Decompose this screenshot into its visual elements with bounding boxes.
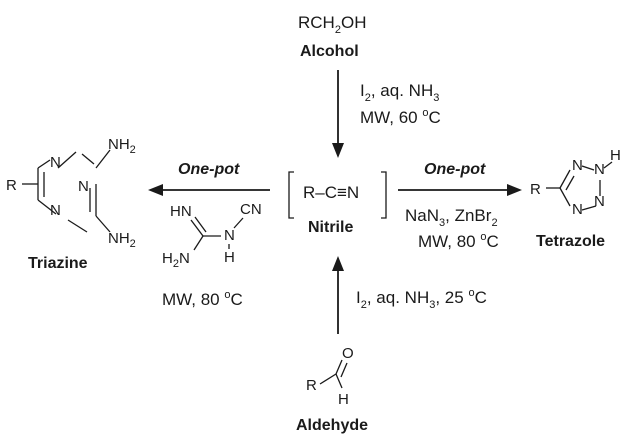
alcohol-formula: RCH2OH [298, 13, 366, 36]
conditions-top-line2: MW, 60 oC [360, 107, 441, 127]
conditions-right: NaN3, ZnBr2 MW, 80 oC [405, 206, 499, 251]
triazine-n3: N [50, 202, 61, 219]
aldehyde-compound: R O H Aldehyde [296, 345, 368, 434]
nitrile-formula: R–C≡N [303, 183, 359, 202]
conditions-top: I2, aq. NH3 MW, 60 oC [360, 81, 441, 127]
alcohol-compound: RCH2OH Alcohol [298, 13, 366, 60]
conditions-top-line1: I2, aq. NH3 [360, 81, 439, 104]
dicyandiamide-hn: HN [170, 203, 192, 220]
tetrazole-name: Tetrazole [536, 233, 605, 250]
conditions-right-label: One-pot [424, 161, 486, 178]
alcohol-name: Alcohol [300, 43, 359, 60]
aldehyde-name: Aldehyde [296, 417, 368, 434]
nitrile-bracket-left [288, 171, 294, 219]
tetrazole-r: R [530, 181, 541, 198]
arrow-aldehyde-to-nitrile [332, 256, 344, 334]
arrow-alcohol-to-nitrile [332, 70, 344, 158]
nitrile-compound: R–C≡N Nitrile [288, 171, 387, 236]
dicyandiamide-cn: CN [240, 201, 262, 218]
arrow-nitrile-to-triazine [148, 184, 270, 196]
conditions-left-label: One-pot [178, 161, 240, 178]
dicyandiamide-h2n: H2N [162, 250, 190, 270]
tetrazole-n1: N [572, 157, 583, 174]
conditions-bottom-line1: I2, aq. NH3, 25 oC [356, 287, 487, 311]
tetrazole-n2: N [594, 161, 605, 178]
triazine-nh2-bottom: NH2 [108, 230, 136, 250]
conditions-right-line1: NaN3, ZnBr2 [405, 206, 498, 229]
dicyandiamide-h: H [224, 249, 235, 266]
triazine-name: Triazine [28, 255, 88, 272]
triazine-n2: N [78, 178, 89, 195]
aldehyde-r: R [306, 377, 317, 394]
triazine-compound: R N N N NH2 NH2 Triazine [6, 136, 136, 272]
triazine-nh2-top: NH2 [108, 136, 136, 156]
dicyandiamide-n: N [224, 227, 235, 244]
aldehyde-h: H [338, 391, 349, 408]
tetrazole-h: H [610, 147, 621, 164]
nitrile-name: Nitrile [308, 219, 353, 236]
triazine-n1: N [50, 154, 61, 171]
tetrazole-compound: R N N N N H Tetrazole [530, 147, 621, 250]
aldehyde-o: O [342, 345, 354, 362]
dicyandiamide-structure: HN CN N H H2N [162, 201, 262, 270]
tetrazole-n3: N [594, 193, 605, 210]
arrow-nitrile-to-tetrazole [398, 184, 522, 196]
triazine-r: R [6, 177, 17, 194]
conditions-right-line2: MW, 80 oC [418, 231, 499, 251]
tetrazole-n4: N [572, 201, 583, 218]
conditions-left-mw: MW, 80 oC [162, 289, 243, 309]
nitrile-bracket-right [381, 171, 387, 219]
